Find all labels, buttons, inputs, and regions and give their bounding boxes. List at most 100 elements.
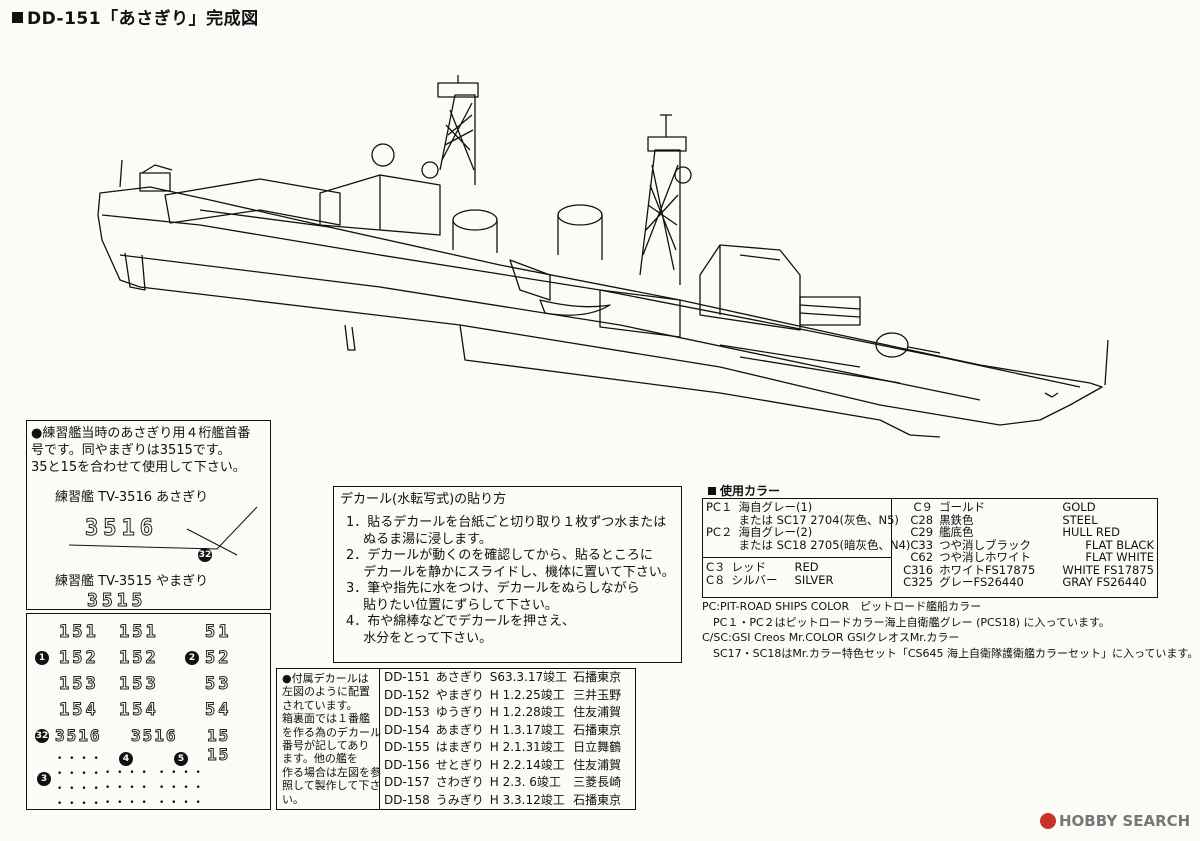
- decal-number: 52: [204, 648, 232, 669]
- accessory-line: 番号が記してあり: [282, 739, 370, 753]
- marker-5-icon: 5: [174, 752, 188, 766]
- training-note-line: 35と15を合わせて使用して下さい。: [31, 460, 246, 475]
- ship-yard: 住友浦賀: [573, 757, 622, 772]
- decal-number: 54: [204, 700, 232, 721]
- marker-3-icon: 3: [37, 772, 51, 786]
- paint-code: C３: [706, 560, 726, 574]
- decal-number: 153: [59, 674, 99, 695]
- ship-hull: DD-158: [384, 792, 430, 807]
- ship-hull: DD-151: [384, 670, 430, 684]
- training-label-a: 練習艦 TV-3516 あさぎり: [55, 490, 209, 505]
- paint-code: C28: [910, 512, 934, 527]
- paint-name: 海自グレー(1): [738, 500, 813, 514]
- decal-number: 151: [59, 622, 99, 643]
- paint-en: FLAT BLACK: [1085, 537, 1154, 552]
- paint-name: 黒鉄色: [939, 512, 974, 527]
- instruction-step: 貼りたい位置にずらして下さい。: [346, 597, 558, 613]
- paint-code: C８: [706, 572, 726, 587]
- watermark-logo-icon: [1040, 813, 1056, 829]
- instruction-step: デカールを静かにスライドし、機体に置いて下さい。: [346, 564, 675, 580]
- decal-number: 15 15: [206, 726, 231, 765]
- training-note-line: ●練習艦当時のあさぎり用４桁艦首番: [31, 426, 251, 441]
- small-decal-dots-b: • • • •• • • •• • • •: [105, 768, 149, 808]
- ship-yard: 石播東京: [573, 722, 622, 737]
- paint-heading-text: 使用カラー: [720, 484, 781, 498]
- accessory-line: 作る場合は左図を参: [282, 765, 381, 779]
- decal-instructions-box: デカール(水転写式)の貼り方 1．貼るデカールを台紙ごと切り取り１枚ずつ水または…: [333, 486, 682, 663]
- ship-yard: 石播東京: [573, 670, 622, 684]
- paint-code: C９: [913, 500, 934, 514]
- title-square-icon: [12, 12, 23, 23]
- ship-yard: 石播東京: [573, 792, 622, 807]
- decal-number: 51: [204, 622, 232, 643]
- training-number-box: ●練習艦当時のあさぎり用４桁艦首番 号です。同やまぎりは3515です。 35と1…: [26, 420, 271, 612]
- table-row: DD-154 あまぎり H 1.3.17竣工石播東京: [381, 722, 624, 740]
- paint-code: C33: [910, 537, 934, 552]
- ship-date: H 1.3.17竣工: [489, 722, 565, 737]
- ship-hull: DD-155: [384, 740, 430, 754]
- instruction-step: 水分をとって下さい。: [346, 630, 493, 646]
- paint-en: RED: [794, 560, 819, 574]
- ship-hull: DD-154: [384, 722, 430, 737]
- ship-name: さわぎり: [435, 775, 484, 789]
- paint-name: 艦底色: [939, 525, 974, 539]
- ship-date: H 2.1.31竣工: [489, 740, 565, 754]
- decal-number: 3516: [55, 726, 102, 746]
- ship-illustration: [97, 75, 1109, 438]
- accessory-line: 照して製作して下さ: [282, 779, 381, 793]
- paint-code: PC１: [706, 500, 733, 514]
- paint-notes: PC:PIT-ROAD SHIPS COLOR ピットロード艦船カラー PC１・…: [702, 599, 1198, 661]
- accessory-note: ●付属デカールは 左図のように配置 されています。 箱裏面では１番艦 を作る為の…: [277, 669, 381, 809]
- training-label-b: 練習艦 TV-3515 やまぎり: [55, 574, 209, 589]
- ship-date: H 2.2.14竣工: [489, 757, 565, 772]
- heading-square-icon: [708, 487, 716, 495]
- ship-yard: 三菱長崎: [573, 775, 622, 789]
- decal-instructions-steps: 1．貼るデカールを台紙ごと切り取り１枚ずつ水または ぬるま湯に浸します。 2．デ…: [346, 515, 675, 647]
- decal-number: 153: [119, 674, 159, 695]
- ship-hull: DD-153: [384, 705, 430, 719]
- accessory-line: ●付属デカールは: [282, 672, 369, 685]
- training-note-line: 号です。同やまぎりは3515です。: [31, 443, 231, 458]
- ship-name: やまぎり: [435, 687, 484, 702]
- ship-name: あまぎり: [435, 722, 484, 737]
- title-text: DD-151「あさぎり」完成図: [27, 9, 259, 29]
- accessory-line: 左図のように配置: [282, 685, 370, 699]
- decal-outline-shape: [68, 506, 258, 556]
- decal-sheet-box: 151 151 51 1 152 152 2 52 153 153 53 154…: [26, 613, 271, 810]
- decal-number: 152: [119, 648, 159, 669]
- decal-number: 154: [119, 700, 159, 721]
- paint-code: C325: [903, 575, 934, 589]
- paint-en: STEEL: [1062, 512, 1098, 527]
- ship-hull: DD-157: [384, 775, 430, 789]
- accessory-line: 箱裏面では１番艦: [282, 712, 370, 726]
- ship-hull: DD-156: [384, 757, 430, 772]
- paint-name: または SC17 2704(灰色、N5): [738, 512, 899, 527]
- instruction-step: 3．筆や指先に水をつけ、デカールをぬらしながら: [346, 581, 640, 596]
- ship-date: H 1.2.25竣工: [489, 687, 565, 702]
- paint-name: つや消しブラック: [939, 537, 1032, 552]
- ship-name: あさぎり: [435, 670, 484, 684]
- paint-note: PC１・PC２はピットロードカラー海上自衛艦グレー (PCS18) に入っていま…: [702, 615, 1110, 629]
- decal-number: 151: [119, 622, 159, 643]
- paint-code: C316: [903, 562, 934, 577]
- training-number-a: 3516: [85, 516, 158, 542]
- accessory-and-ships-box: ●付属デカールは 左図のように配置 されています。 箱裏面では１番艦 を作る為の…: [276, 668, 636, 810]
- paint-name: または SC18 2705(暗灰色、N4): [738, 537, 911, 552]
- ship-name: ゆうぎり: [435, 705, 484, 719]
- hull-outline: [97, 186, 1103, 426]
- paint-note: C/SC:GSI Creos Mr.COLOR GSIクレオスMr.カラー: [702, 631, 960, 644]
- paint-code: PC２: [706, 525, 733, 539]
- marker-1-icon: 1: [35, 651, 49, 665]
- watermark-text: HOBBY SEARCH: [1059, 812, 1191, 830]
- accessory-line: されています。: [282, 698, 358, 712]
- instruction-step: 2．デカールが動くのを確認してから、貼るところに: [346, 548, 653, 563]
- marker-2-icon: 2: [185, 651, 199, 665]
